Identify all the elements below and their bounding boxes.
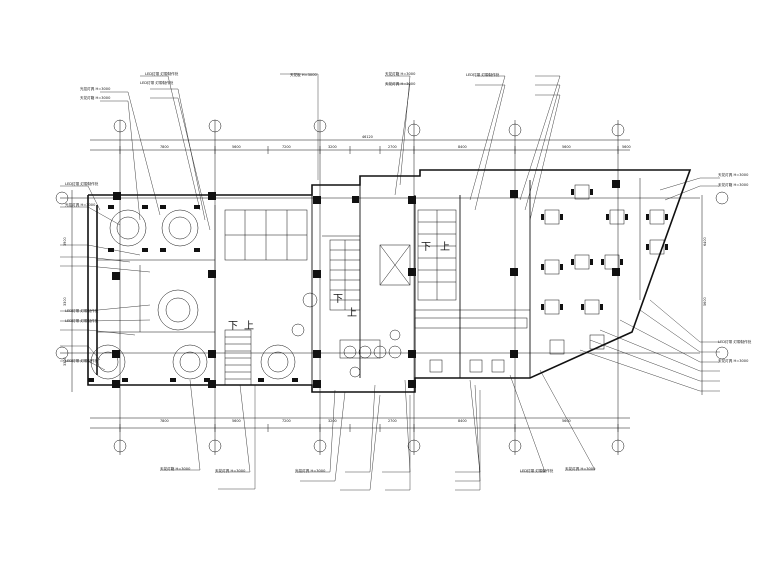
partition-grid <box>224 209 308 261</box>
axis-bubbles <box>55 119 729 453</box>
annotation-label: LED灯带 灯带制作处 <box>466 72 500 77</box>
stair-label: 上 <box>244 320 254 332</box>
round-table <box>172 344 208 380</box>
annotation-label: LED灯带 灯带制作处 <box>145 71 179 76</box>
bar-counter <box>339 317 528 359</box>
staircase <box>224 329 252 386</box>
bottom-dimension: 7200 <box>282 419 291 423</box>
bottom-dimension: 7800 <box>160 419 169 423</box>
stair-label: 下 <box>228 321 238 332</box>
annotation-label: 光控灯具 H=3000 <box>295 468 326 473</box>
annotation-label: 天花板 H=3000 <box>290 72 317 77</box>
stair-label: 下 <box>421 242 431 253</box>
annotation-label: 天花灯箱 H=3000 <box>385 71 416 76</box>
annotation-label: LED灯带 灯带制作处 <box>65 181 99 186</box>
round-table <box>90 344 126 380</box>
right-dimension: 6400 <box>703 237 707 246</box>
annotation-label: LED灯带 灯带制作处 <box>65 358 99 363</box>
small-round-tables <box>291 292 402 378</box>
annotation-label: 天花灯箱 H=3000 <box>160 466 191 471</box>
left-dimension: 3300 <box>63 297 67 306</box>
structural-columns <box>112 180 620 388</box>
left-dimension: 3900 <box>63 237 67 246</box>
bottom-dimension: 5600 <box>232 419 241 423</box>
annotation-label: 光控灯具 H=3000 <box>65 202 96 207</box>
left-dimension: 3300 <box>63 357 67 366</box>
annotation-label: LED灯带 灯带制作处 <box>65 318 99 323</box>
bottom-dimension: 2700 <box>388 419 397 423</box>
right-dimension: 5600 <box>703 297 707 306</box>
annotation-label: 天花灯具 H=3000 <box>215 468 246 473</box>
top-dimension: 8400 <box>458 145 467 149</box>
top-dimension: 7800 <box>160 145 169 149</box>
top-dimension: 5600 <box>622 145 631 149</box>
annotation-label: 天花灯箱 H=3000 <box>80 95 111 100</box>
top-dimension: 3200 <box>328 145 337 149</box>
annotation-label: LED灯带 灯带制作处 <box>65 308 99 313</box>
total-dimension: 46120 <box>362 135 373 139</box>
top-dimension: 5600 <box>562 145 571 149</box>
dimension-ticks <box>119 146 619 432</box>
staircase <box>417 209 457 301</box>
stair-label: 上 <box>440 241 450 253</box>
outer-walls <box>87 169 692 393</box>
bottom-dimension: 3200 <box>328 419 337 423</box>
top-dimension: 7200 <box>282 145 291 149</box>
elevator <box>379 244 411 286</box>
chairs <box>88 205 298 382</box>
bottom-dimension: 8400 <box>458 419 467 423</box>
round-table <box>260 344 296 380</box>
stair-label: 下 <box>333 294 343 305</box>
dimension-lines <box>71 139 703 429</box>
annotation-label: 天花灯箱 H=3000 <box>718 182 749 187</box>
annotation-label: LED灯带 灯带制作处 <box>520 468 554 473</box>
table-chairs <box>541 189 668 310</box>
leader-lines <box>60 73 720 491</box>
top-dimension: 2700 <box>388 145 397 149</box>
annotation-label: 天花灯具 H=3000 <box>565 466 596 471</box>
square-tables <box>429 184 665 373</box>
round-table <box>157 289 199 331</box>
annotation-label: 天花灯具 H=3000 <box>718 358 749 363</box>
annotation-label: LED灯带 灯带制作处 <box>718 339 752 344</box>
annotation-label: 天花灯具 H=3000 <box>385 81 416 86</box>
round-table <box>161 209 199 247</box>
staircase <box>329 239 361 311</box>
annotation-label: 天花灯具 H=3000 <box>718 172 749 177</box>
top-dimension: 5600 <box>232 145 241 149</box>
annotation-label: 光控灯具 H=3000 <box>80 86 111 91</box>
annotation-label: LED灯带 灯带制作处 <box>140 80 174 85</box>
stair-label: 上 <box>347 307 357 319</box>
round-table <box>109 209 147 247</box>
bottom-dimension: 5600 <box>562 419 571 423</box>
